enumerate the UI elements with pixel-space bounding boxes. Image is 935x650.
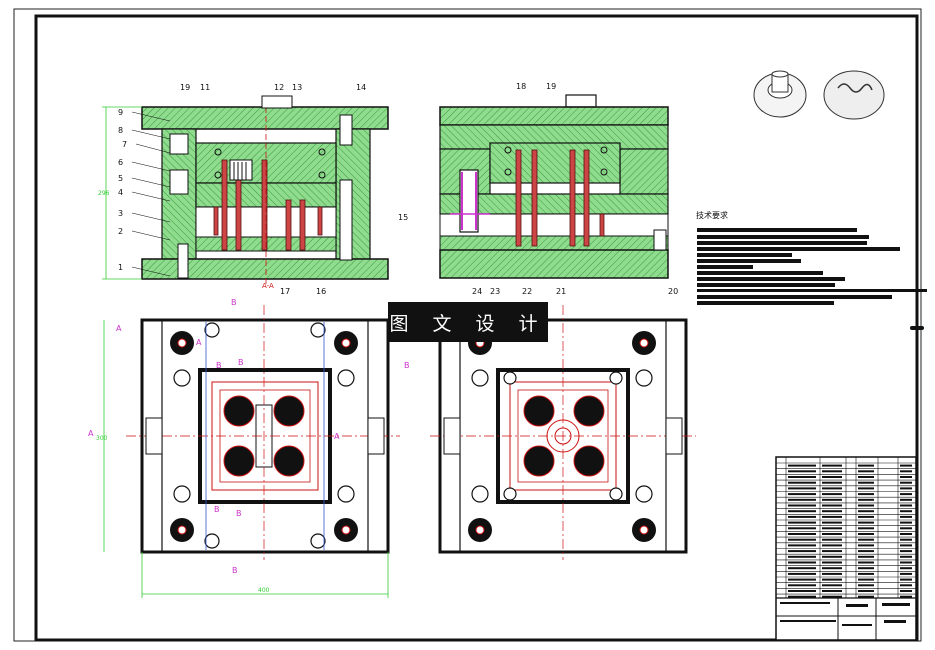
- part-number-15: 15: [398, 213, 408, 222]
- part-number-7: 7: [122, 140, 127, 149]
- section-marker-b: B: [404, 361, 410, 370]
- part-number-21: 21: [556, 287, 566, 296]
- section-marker-b: B: [236, 509, 242, 518]
- section-marker-b: B: [232, 566, 238, 575]
- part-number-11: 11: [200, 83, 210, 92]
- part-number-4: 4: [118, 188, 123, 197]
- part-number-12: 12: [274, 83, 284, 92]
- section-label: A-A: [262, 282, 274, 290]
- part-number-2: 2: [118, 227, 123, 236]
- part-number-6: 6: [118, 158, 123, 167]
- section-marker-a: A: [116, 324, 122, 333]
- dimension-height-plan: 300: [96, 435, 108, 442]
- dimension-height-left: 296: [98, 190, 110, 197]
- section-marker-b: B: [216, 361, 222, 370]
- section-marker-b: B: [238, 358, 244, 367]
- part-number-13: 13: [292, 83, 302, 92]
- title-block: [775, 456, 917, 641]
- part-number-1: 1: [118, 263, 123, 272]
- part-number-5: 5: [118, 174, 123, 183]
- part-number-20: 20: [668, 287, 678, 296]
- plan-view-left: [103, 305, 400, 598]
- section-marker-a: A: [88, 429, 94, 438]
- part-number-24: 24: [472, 287, 482, 296]
- part-number-17: 17: [280, 287, 290, 296]
- part-number-14: 14: [356, 83, 366, 92]
- section-marker-a: A: [334, 432, 340, 441]
- plan-view-right: [430, 305, 696, 560]
- right-section-view: [439, 94, 669, 279]
- part-number-8: 8: [118, 126, 123, 135]
- part-number-23: 23: [490, 287, 500, 296]
- section-marker-b: B: [214, 505, 220, 514]
- part-number-18: 18: [516, 82, 526, 91]
- product-sketch: [753, 70, 885, 120]
- technical-requirements-lines: [697, 228, 927, 330]
- watermark-banner: 图 文 设 计: [388, 302, 548, 342]
- part-number-19: 19: [546, 82, 556, 91]
- part-number-19: 19: [180, 83, 190, 92]
- part-number-16: 16: [316, 287, 326, 296]
- left-section-view: [102, 95, 389, 286]
- part-number-3: 3: [118, 209, 123, 218]
- section-marker-b: B: [231, 298, 237, 307]
- tech-requirements-heading: 技术要求: [696, 210, 728, 220]
- part-number-9: 9: [118, 108, 123, 117]
- section-marker-a: A: [196, 338, 202, 347]
- dimension-width-plan: 400: [258, 587, 270, 594]
- part-number-22: 22: [522, 287, 532, 296]
